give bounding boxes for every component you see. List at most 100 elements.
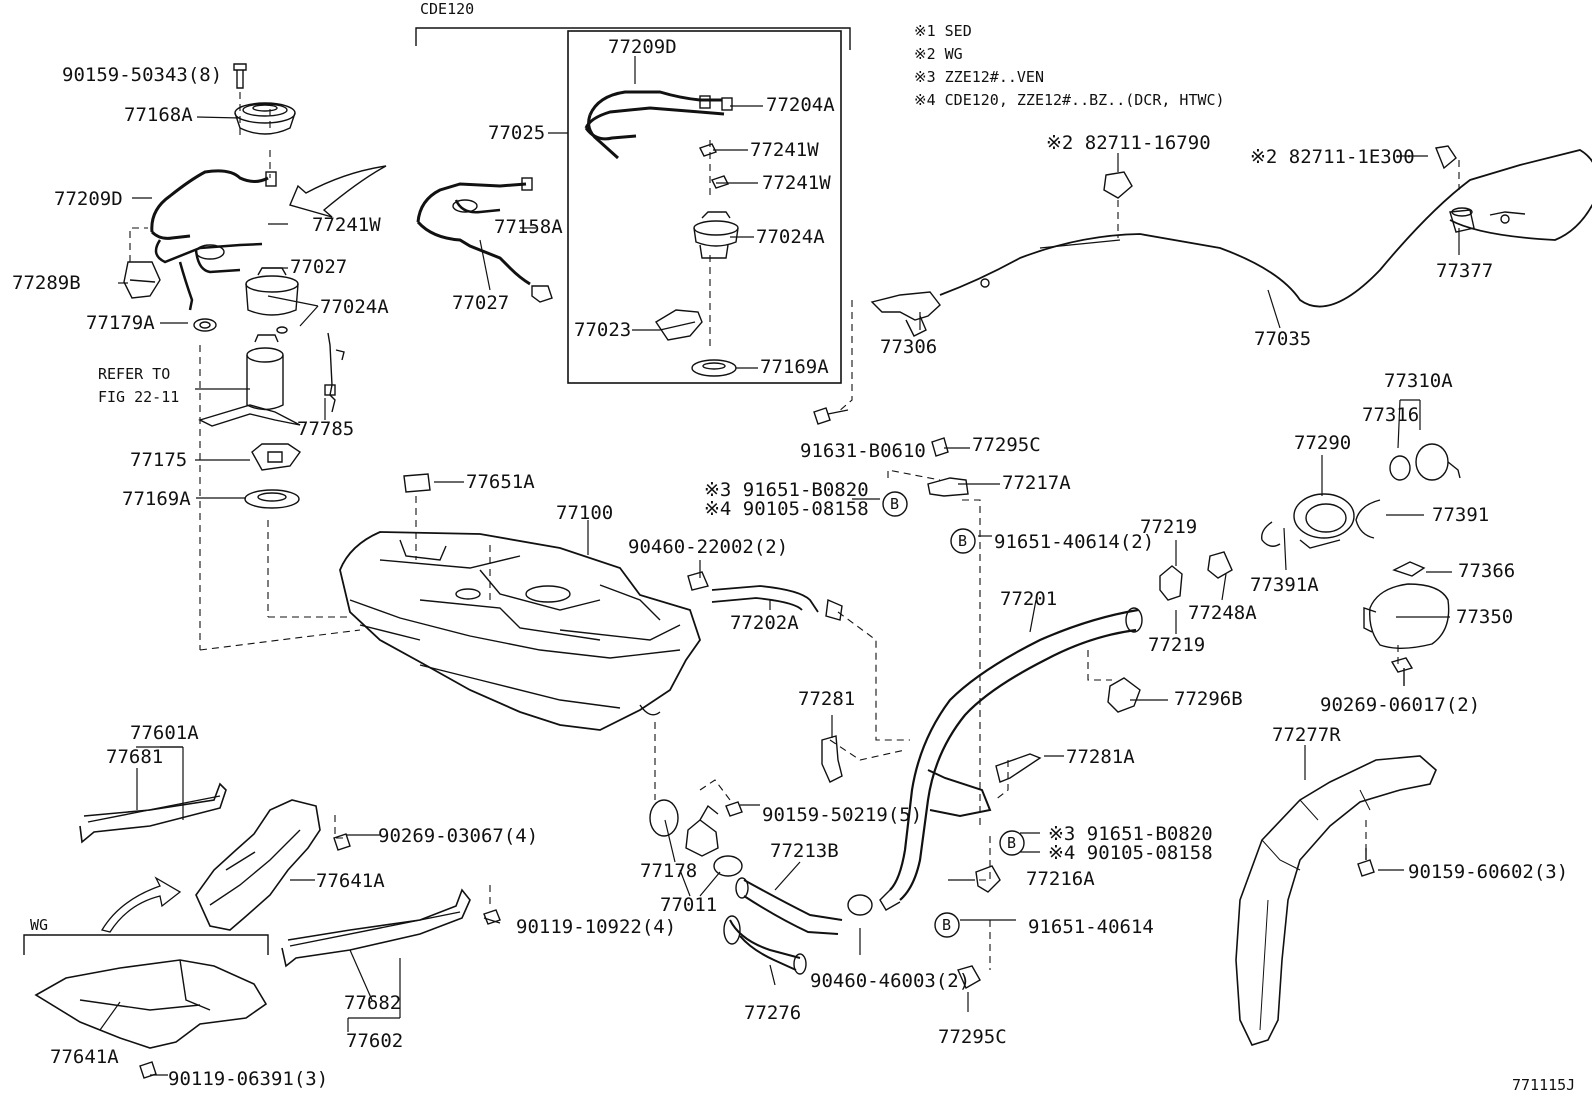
part-callout-77024A[interactable]: 77024A (320, 296, 389, 318)
part-callout-77178[interactable]: 77178 (640, 860, 698, 882)
part-callout-90269-06017[interactable]: 90269-06017(2) (1320, 694, 1481, 716)
filler-shield-drawing (1235, 755, 1437, 1046)
section-label-wg: WG (30, 916, 49, 934)
part-callout-90119-06391[interactable]: 90119-06391(3) (168, 1068, 329, 1090)
part-callout-77248A[interactable]: 77248A (1188, 602, 1257, 624)
refer-to-line-1: REFER TO (98, 365, 171, 383)
part-callout-90119-10922[interactable]: 90119-10922(4) (516, 916, 677, 938)
part-callout-90159-60602[interactable]: 90159-60602(3) (1408, 861, 1569, 883)
b-bubbles (882, 491, 1025, 938)
note-4: ※4 CDE120, ZZE12#..BZ..(DCR, HTWC) (914, 91, 1225, 109)
part-callout-77391[interactable]: 77391 (1432, 504, 1490, 526)
part-callout-77289B[interactable]: 77289B (12, 272, 81, 294)
part-callout-77168A[interactable]: 77168A (124, 104, 193, 126)
part-callout-77216A[interactable]: 77216A (1026, 868, 1095, 890)
cde120-parts-drawing (416, 90, 739, 377)
part-callout-82711-16790[interactable]: ※2 82711-16790 (1046, 132, 1211, 154)
part-callout-77296B[interactable]: 77296B (1174, 688, 1243, 710)
part-callout-77027[interactable]: 77027 (290, 256, 348, 278)
part-callout-77295C[interactable]: 77295C (972, 434, 1041, 456)
part-callout-82711-1E300[interactable]: ※2 82711-1E300 (1250, 146, 1415, 168)
part-callout-77035[interactable]: 77035 (1254, 328, 1312, 350)
drawing-number: 771115J (1512, 1076, 1576, 1094)
part-callout-77219-bottom[interactable]: 77219 (1148, 634, 1206, 656)
note-1: ※1 SED (914, 22, 972, 40)
part-callout-77377[interactable]: 77377 (1436, 260, 1494, 282)
part-callout-77175[interactable]: 77175 (130, 449, 188, 471)
refer-to-line-2: FIG 22-11 (98, 388, 180, 406)
part-callout-91651-B0820-a[interactable]: ※3 91651-B0820 (704, 479, 869, 501)
part-callout-77366[interactable]: 77366 (1458, 560, 1516, 582)
part-callout-77277R[interactable]: 77277R (1272, 724, 1341, 746)
part-callout-77306[interactable]: 77306 (880, 336, 938, 358)
part-callout-77281A[interactable]: 77281A (1066, 746, 1135, 768)
opener-cable-drawing (813, 145, 1592, 425)
part-callout-90159-50343[interactable]: 90159-50343(8) (62, 64, 223, 86)
wg-bracket (23, 934, 269, 955)
note-3: ※3 ZZE12#..VEN (914, 68, 1044, 86)
part-callout-91651-40614-2[interactable]: 91651-40614(2) (994, 531, 1155, 553)
part-callout-77169A[interactable]: 77169A (122, 488, 191, 510)
pump-module-drawing (123, 63, 345, 509)
part-callout-77310A[interactable]: 77310A (1384, 370, 1453, 392)
b-symbol: B (890, 495, 900, 513)
part-callout-77241W[interactable]: 77241W (312, 214, 381, 236)
part-callout-77241W[interactable]: 77241W (750, 139, 819, 161)
part-callout-77024A[interactable]: 77024A (756, 226, 825, 248)
part-callout-77213B[interactable]: 77213B (770, 840, 839, 862)
part-callout-77011[interactable]: 77011 (660, 894, 718, 916)
part-callout-77295C-bottom[interactable]: 77295C (938, 1026, 1007, 1048)
part-callout-90159-50219[interactable]: 90159-50219(5) (762, 804, 923, 826)
part-callout-77217A[interactable]: 77217A (1002, 472, 1071, 494)
part-callout-77241W[interactable]: 77241W (762, 172, 831, 194)
part-callout-77602[interactable]: 77602 (346, 1030, 404, 1052)
part-callout-91631-B0610[interactable]: 91631-B0610 (800, 440, 926, 462)
filler-shield-rib (1259, 789, 1371, 1031)
part-callout-90460-46003[interactable]: 90460-46003(2) (810, 970, 971, 992)
part-callout-77204A[interactable]: 77204A (766, 94, 835, 116)
part-callout-90105-08158-a[interactable]: ※4 90105-08158 (704, 498, 869, 520)
part-callout-90460-22002[interactable]: 90460-22002(2) (628, 536, 789, 558)
part-callout-91651-B0820-b[interactable]: ※3 91651-B0820 (1048, 823, 1213, 845)
part-callout-77391A[interactable]: 77391A (1250, 574, 1319, 596)
part-callout-77169A[interactable]: 77169A (760, 356, 829, 378)
section-label-cde120: CDE120 (420, 0, 475, 18)
part-callout-77202A[interactable]: 77202A (730, 612, 799, 634)
part-callout-77601A[interactable]: 77601A (130, 722, 199, 744)
part-callout-77027[interactable]: 77027 (452, 292, 510, 314)
part-callout-77350[interactable]: 77350 (1456, 606, 1514, 628)
part-callout-90105-08158-b[interactable]: ※4 90105-08158 (1048, 842, 1213, 864)
part-callout-77281[interactable]: 77281 (798, 688, 856, 710)
part-callout-77201[interactable]: 77201 (1000, 588, 1058, 610)
direction-arrow (289, 165, 387, 218)
part-callout-77209D[interactable]: 77209D (54, 188, 123, 210)
part-callout-77179A[interactable]: 77179A (86, 312, 155, 334)
dashed-guide-lines (129, 90, 1460, 970)
cde120-box (567, 30, 842, 384)
part-callout-77641A-wg[interactable]: 77641A (50, 1046, 119, 1068)
part-callout-77681[interactable]: 77681 (106, 746, 164, 768)
note-2: ※2 WG (914, 45, 963, 63)
part-callout-90269-03067[interactable]: 90269-03067(4) (378, 825, 539, 847)
fuel-tank-drawing (339, 473, 701, 731)
part-callout-77100[interactable]: 77100 (556, 502, 614, 524)
part-callout-77209D[interactable]: 77209D (608, 36, 677, 58)
part-callout-77023[interactable]: 77023 (574, 319, 632, 341)
part-callout-77158A[interactable]: 77158A (494, 216, 563, 238)
part-callout-77651A[interactable]: 77651A (466, 471, 535, 493)
b-symbol: B (942, 916, 952, 934)
part-callout-77276[interactable]: 77276 (744, 1002, 802, 1024)
part-callout-77641A[interactable]: 77641A (316, 870, 385, 892)
part-callout-77219-top[interactable]: 77219 (1140, 516, 1198, 538)
b-symbol: B (1007, 834, 1017, 852)
straps-insulators-drawing (34, 782, 501, 1079)
part-callout-77025[interactable]: 77025 (488, 122, 546, 144)
part-callout-77682[interactable]: 77682 (344, 992, 402, 1014)
b-symbol: B (958, 532, 968, 550)
part-callout-77290[interactable]: 77290 (1294, 432, 1352, 454)
cde120-bracket (415, 27, 851, 50)
part-callout-77785[interactable]: 77785 (297, 418, 355, 440)
part-callout-91651-40614[interactable]: 91651-40614 (1028, 916, 1154, 938)
part-callout-77316[interactable]: 77316 (1362, 404, 1420, 426)
